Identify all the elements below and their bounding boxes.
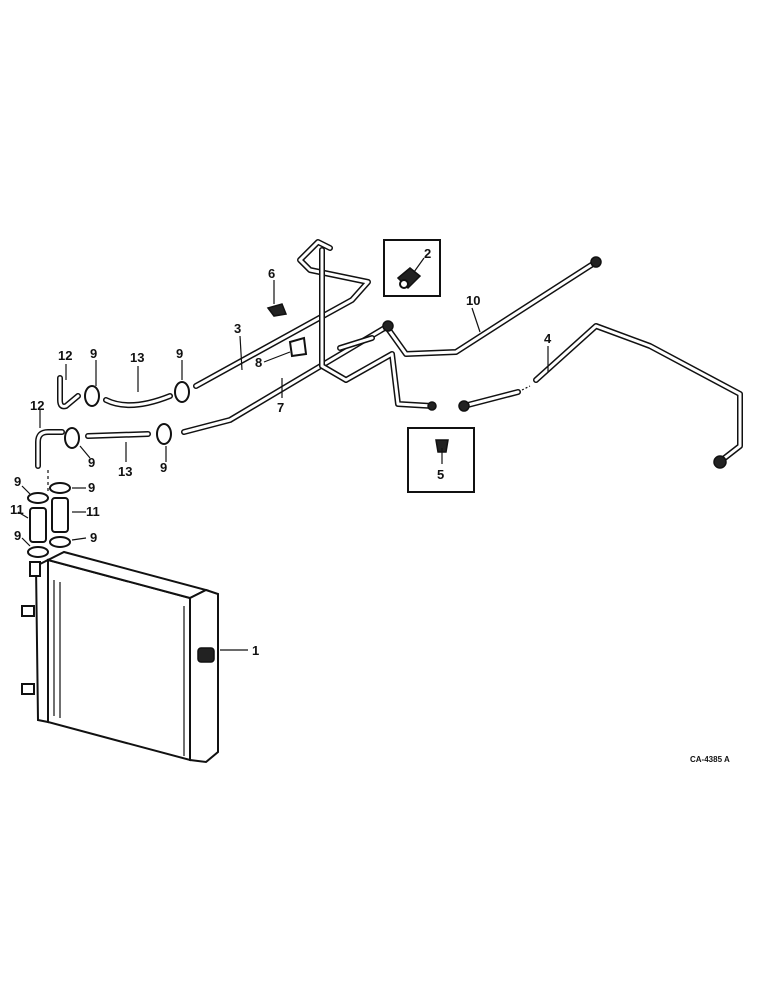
fitting-inset-5 [407,427,475,493]
callout-13: 13 [130,350,144,365]
vertical-hose-stack [27,470,71,558]
callout-9: 9 [160,460,167,475]
callout-12: 12 [30,398,44,413]
hose-11 [51,497,69,533]
tube-3 [193,239,371,389]
callout-9: 9 [14,528,21,543]
callout-7: 7 [277,400,284,415]
tube-4 [427,323,743,469]
fitting-inset-2 [383,239,441,297]
clamp-9 [49,482,71,494]
callout-9: 9 [88,480,95,495]
clamp-9 [156,423,172,445]
callout-6: 6 [268,266,275,281]
callout-9: 9 [90,346,97,361]
clamp-9 [49,536,71,548]
clamp-9 [27,546,49,558]
callout-5: 5 [437,467,444,482]
callout-3: 3 [234,321,241,336]
callout-9: 9 [176,346,183,361]
callout-11: 11 [86,504,100,519]
heater-core [21,550,219,764]
callout-9: 9 [14,474,21,489]
callout-2: 2 [424,246,431,261]
callout-9: 9 [88,455,95,470]
callout-9: 9 [90,530,97,545]
drawing-code: CA-4385 A [690,755,730,764]
clip-6 [266,303,288,317]
clamp-9 [27,492,49,504]
clamp-9 [64,427,80,449]
clip-8 [288,336,308,358]
callout-12: 12 [58,348,72,363]
callout-1: 1 [252,643,259,658]
hoses-13 [64,381,190,449]
callout-11: 11 [10,502,24,517]
elbows [35,375,81,469]
clamp-9 [84,385,100,407]
tube-10 [382,256,602,357]
callout-13: 13 [118,464,132,479]
leader-lines [17,257,549,651]
callout-8: 8 [255,355,262,370]
hose-11 [29,507,47,543]
clamp-9 [174,381,190,403]
callout-10: 10 [466,293,480,308]
callout-4: 4 [544,331,552,346]
tube-7 [181,247,435,435]
